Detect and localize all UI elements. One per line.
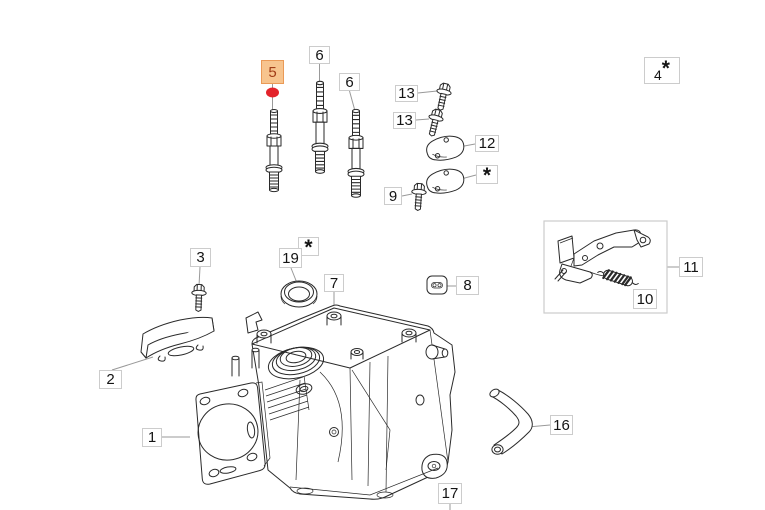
- callout-10[interactable]: 10: [633, 289, 657, 309]
- callout-1[interactable]: 1: [142, 428, 162, 447]
- callout-7[interactable]: 7: [324, 274, 344, 292]
- callout-16[interactable]: 16: [550, 415, 573, 435]
- part-19-oil-seal[interactable]: [280, 280, 318, 308]
- callout-8[interactable]: 8: [456, 276, 479, 295]
- callout-6a[interactable]: 6: [309, 46, 330, 64]
- callout-13b[interactable]: 13: [393, 112, 416, 129]
- part-2-baffle-plate[interactable]: [140, 316, 215, 362]
- callout-19[interactable]: 19: [279, 248, 302, 268]
- part-5-stud[interactable]: [265, 109, 283, 193]
- part-1-cylinder-crankcase[interactable]: [194, 304, 456, 500]
- part-13-bolt-a[interactable]: [432, 81, 454, 113]
- part-6-stud-a[interactable]: [311, 80, 329, 174]
- callout-17[interactable]: 17: [438, 483, 462, 504]
- selected-part-marker: [266, 87, 279, 98]
- callout-2[interactable]: 2: [99, 370, 122, 389]
- callout-3[interactable]: 3: [190, 248, 211, 267]
- callout-6b[interactable]: 6: [339, 73, 360, 91]
- part-11-bracket-assembly[interactable]: [543, 220, 668, 314]
- callout-12-star[interactable]: *: [476, 165, 498, 186]
- callout-19-star[interactable]: *: [298, 237, 319, 258]
- part-8-clip[interactable]: [426, 275, 448, 295]
- callout-11[interactable]: 11: [679, 257, 703, 277]
- part-12-cover-plate[interactable]: [425, 134, 466, 162]
- callout-9[interactable]: 9: [384, 187, 402, 205]
- part-16-hose[interactable]: [488, 387, 533, 455]
- part-13-bolt-b[interactable]: [424, 107, 446, 139]
- callout-13a[interactable]: 13: [395, 85, 418, 102]
- callout-5[interactable]: 5: [261, 60, 284, 84]
- part-6-stud-b[interactable]: [347, 108, 365, 198]
- part-9-bolt[interactable]: [410, 182, 428, 212]
- callout-12[interactable]: 12: [475, 135, 499, 152]
- callout-4-star[interactable]: 4*: [644, 57, 680, 84]
- part-3-bolt[interactable]: [190, 283, 207, 313]
- part-star-cover-plate[interactable]: [425, 167, 466, 195]
- part-10-spring[interactable]: [597, 267, 640, 289]
